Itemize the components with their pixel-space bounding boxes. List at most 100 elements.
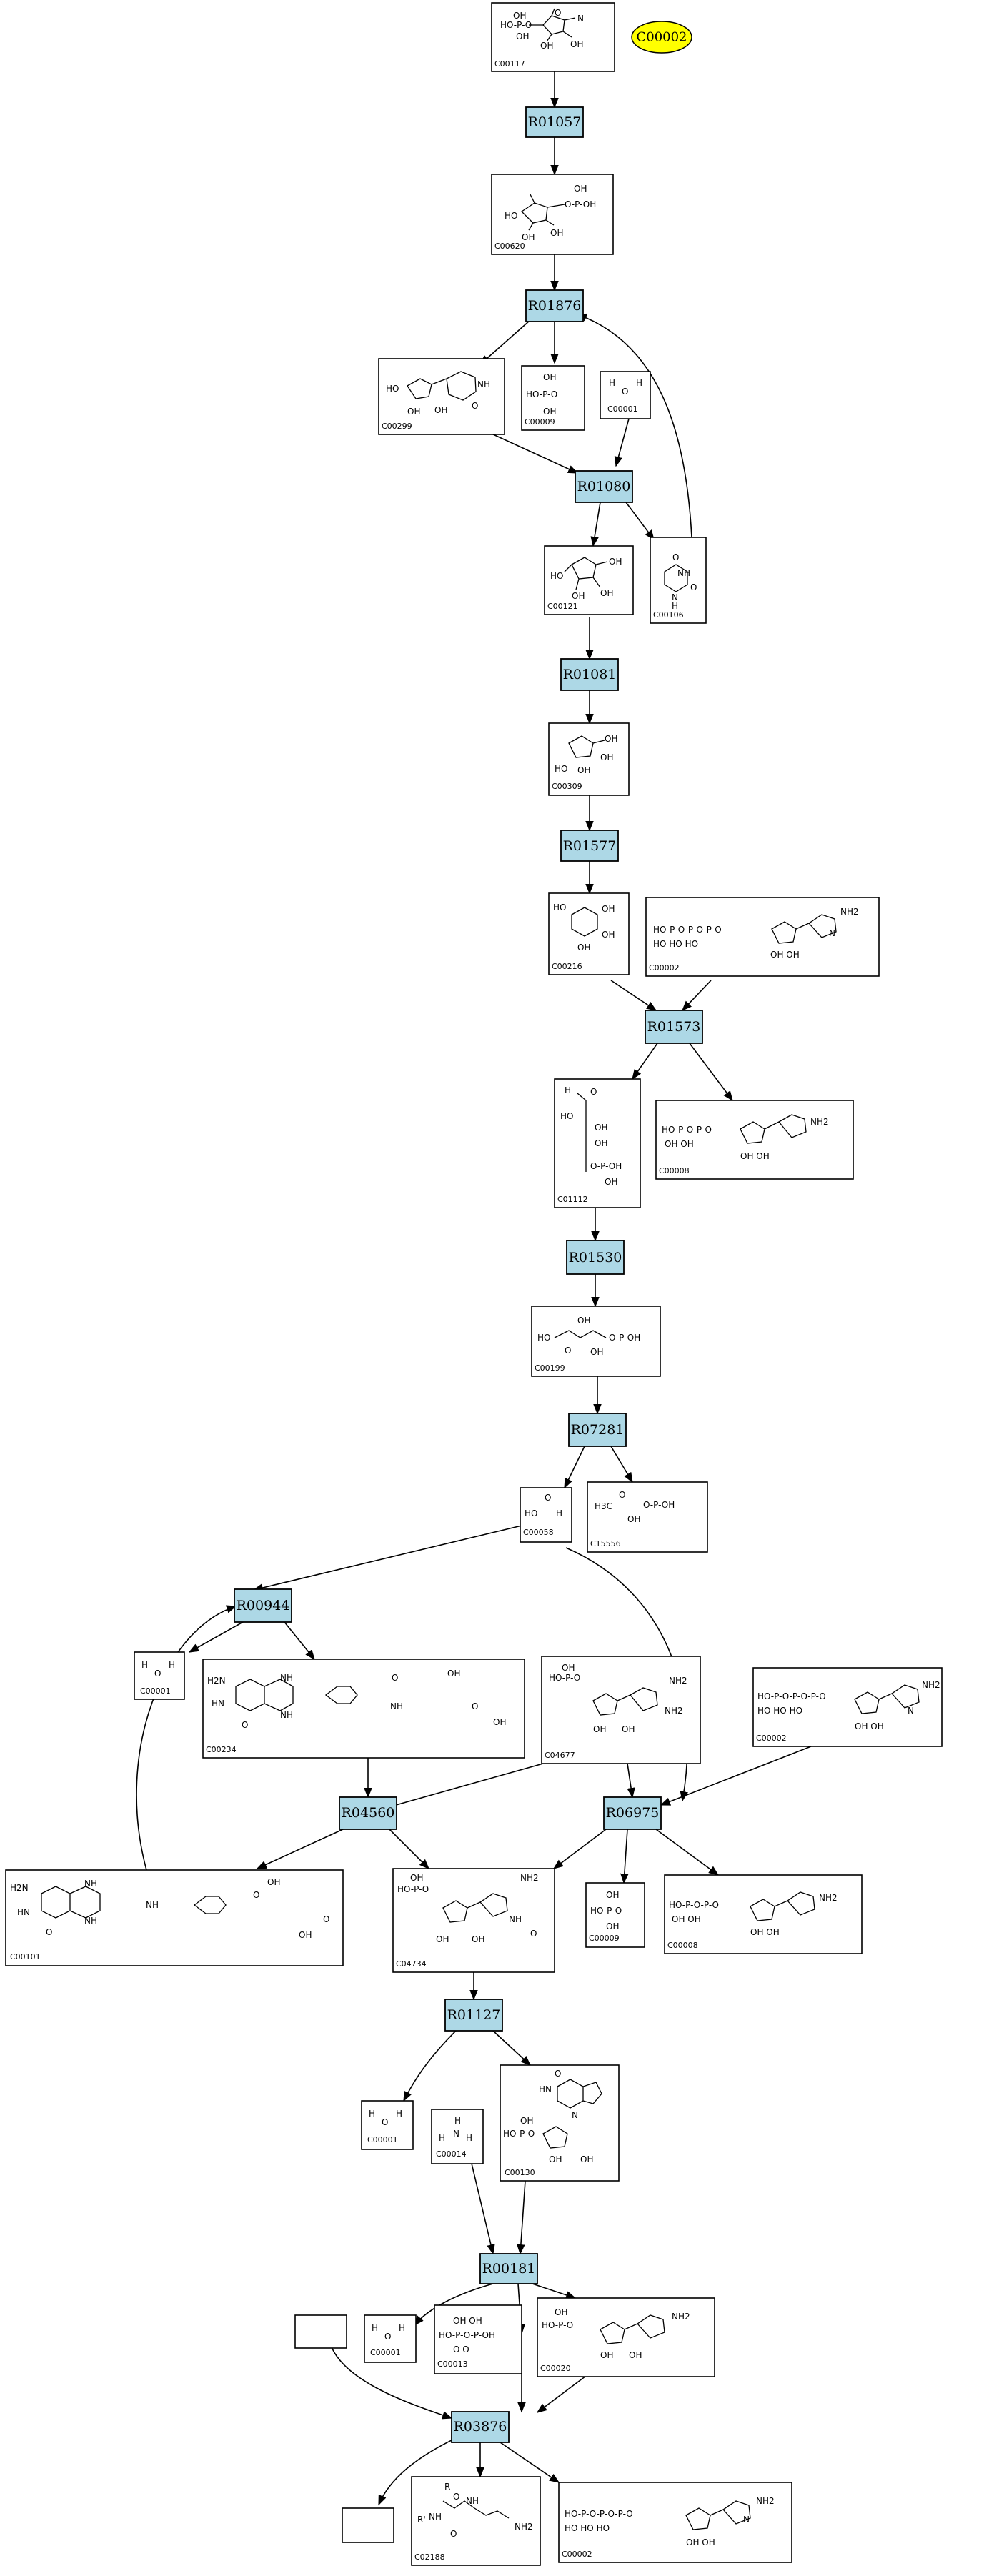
atom: OH OH	[750, 1927, 780, 1937]
reaction-box	[566, 1240, 625, 1275]
compound-c00014[interactable]: H N H H C00014	[431, 2109, 484, 2164]
compound-c00058[interactable]: HO O H C00058	[520, 1487, 572, 1543]
compound-c00001[interactable]: H O H C00001	[600, 371, 651, 419]
reaction-r03876[interactable]: R03876	[451, 2411, 510, 2443]
compound-id: C00002	[649, 963, 680, 973]
atom: O O	[453, 2344, 469, 2354]
atom: OH	[593, 1724, 606, 1734]
compound-id: C00117	[494, 59, 525, 69]
compound-c00008[interactable]: HO-P-O-P-O OH OH NH2 OH OH C00008	[664, 1874, 863, 1954]
reaction-box	[339, 1796, 397, 1830]
reaction-r01081[interactable]: R01081	[560, 658, 619, 691]
compound-box	[558, 2482, 792, 2563]
atom: OH	[520, 2116, 533, 2126]
compound-box	[411, 2476, 541, 2566]
compound-c02188[interactable]: R R' NH O NH O NH2 C02188	[411, 2476, 541, 2566]
compound-c04677[interactable]: HO-P-O OH NH2 NH2 OH OH C04677	[541, 1656, 701, 1764]
reaction-r01876[interactable]: R01876	[525, 289, 584, 322]
atom: O	[555, 8, 561, 18]
compound-id: C00130	[505, 2168, 535, 2177]
atom: H	[466, 2133, 472, 2143]
atom: O-P-OH	[643, 1500, 675, 1510]
compound-c00299[interactable]: HO NH OH OH O C00299	[378, 358, 505, 435]
atom: OH	[410, 1873, 423, 1883]
compound-c00620[interactable]: HO O-P-OH OH OH OH C00620	[491, 174, 614, 255]
reaction-r01573[interactable]: R01573	[645, 1010, 703, 1044]
compound-c00002[interactable]: HO-P-O-P-O-P-O HO HO HO NH2 N OH OH C000…	[558, 2482, 792, 2563]
atom: H	[672, 601, 678, 611]
reaction-box	[444, 1999, 503, 2032]
compound-c00309[interactable]: OH HO OH OH C00309	[548, 722, 630, 796]
compound-c00216[interactable]: HO OH OH OH C00216	[548, 892, 630, 975]
reaction-r00944[interactable]: R00944	[234, 1588, 292, 1623]
atom: H	[141, 1660, 148, 1670]
compound-id: C00101	[10, 1952, 41, 1961]
atom: H	[454, 2116, 461, 2126]
compound-box	[491, 174, 614, 255]
highlight-ellipse[interactable]: C00002	[631, 21, 692, 54]
reaction-r06975[interactable]: R06975	[603, 1796, 662, 1830]
compound-c00130[interactable]: O HN N HO-P-O OH OH OH C00130	[500, 2064, 620, 2182]
atom: O	[472, 401, 478, 411]
atom: OH	[407, 407, 420, 417]
reaction-label: R01057	[528, 114, 582, 130]
compound-id: C00106	[653, 610, 684, 620]
atom: NH	[509, 1914, 522, 1924]
reaction-box	[560, 830, 619, 862]
highlight-ellipse-shape	[631, 21, 692, 54]
reaction-box	[560, 658, 619, 691]
atom: N	[572, 2110, 578, 2120]
atom: H2N	[10, 1883, 29, 1893]
reaction-r07281[interactable]: R07281	[568, 1413, 627, 1447]
compound-c00234[interactable]: H2N NH HN NH O OH O NH OH O C00234	[202, 1659, 525, 1759]
atom: O	[382, 2117, 388, 2127]
compound-c00101[interactable]: H2N NH HN NH NH O OH O OH O C00101	[5, 1869, 344, 1966]
reaction-r00181[interactable]: R00181	[479, 2253, 538, 2284]
atom: OH	[434, 405, 447, 415]
compound-c00002[interactable]: HO-P-O-P-O-P-O HO HO HO NH2 N OH OH C000…	[752, 1667, 943, 1747]
atom: HO	[386, 384, 399, 394]
compound-c00008[interactable]: HO-P-O-P-O OH OH NH2 OH OH C00008	[655, 1100, 854, 1180]
compound-box	[521, 365, 585, 431]
empty-compound-box[interactable]	[342, 2507, 394, 2543]
compound-c15556[interactable]: H3C O OH O-P-OH C15556	[587, 1481, 708, 1553]
empty-compound-box[interactable]	[294, 2314, 347, 2349]
compound-c00117[interactable]: HO-P-O OH OH O N OH OH C00117	[491, 2, 615, 72]
compound-c01112[interactable]: H O HO OH OH O-P-OH OH C01112	[554, 1078, 641, 1208]
atom: OH OH	[855, 1721, 884, 1731]
reaction-label: R01577	[563, 838, 617, 854]
compound-c00199[interactable]: HO OH O OH O-P-OH C00199	[531, 1306, 661, 1377]
reaction-r04560[interactable]: R04560	[339, 1796, 397, 1830]
compound-c00009[interactable]: OH HO-P-O OH C00009	[585, 1882, 645, 1948]
compound-c00001[interactable]: H O H C00001	[361, 2100, 414, 2150]
compound-c00106[interactable]: O NH N H O C00106	[650, 537, 707, 624]
atom: N	[829, 928, 835, 938]
reaction-r01577[interactable]: R01577	[560, 830, 619, 862]
atom: NH	[429, 2512, 442, 2522]
atom: OH	[516, 31, 529, 41]
compound-c00009[interactable]: OH HO-P-O OH C00009	[521, 365, 585, 431]
atom: OH	[606, 1890, 619, 1900]
compound-c00020[interactable]: HO-P-O OH NH2 OH OH C00020	[537, 2297, 715, 2377]
atom: N	[743, 2515, 750, 2525]
reaction-r01057[interactable]: R01057	[525, 106, 584, 138]
atom: NH	[677, 568, 690, 578]
compound-c00001[interactable]: H O H C00001	[134, 1651, 185, 1700]
reaction-r01127[interactable]: R01127	[444, 1999, 503, 2032]
compound-c04734[interactable]: HO-P-O OH NH2 NH O OH OH C04734	[392, 1868, 555, 1973]
highlight-ellipse-label: C00002	[636, 30, 687, 45]
reaction-r01080[interactable]: R01080	[575, 470, 633, 503]
atom: OH	[605, 734, 617, 744]
reaction-r01530[interactable]: R01530	[566, 1240, 625, 1275]
atom: N	[453, 2129, 459, 2139]
compound-c00121[interactable]: HO OH OH OH C00121	[544, 545, 634, 615]
compound-c00013[interactable]: OH OH HO-P-O-P-OH O O C00013	[434, 2304, 522, 2374]
atom: OH	[572, 591, 585, 601]
compound-c00002[interactable]: HO-P-O-P-O-P-O HO HO HO NH2 N OH OH C000…	[645, 897, 880, 977]
atom: OH OH	[665, 1139, 694, 1149]
atom: NH	[390, 1701, 403, 1711]
compound-c00001[interactable]: H O H C00001	[364, 2314, 417, 2363]
compound-id: C00199	[535, 1363, 565, 1373]
atom: H	[556, 1508, 562, 1518]
atom: NH	[84, 1916, 97, 1926]
